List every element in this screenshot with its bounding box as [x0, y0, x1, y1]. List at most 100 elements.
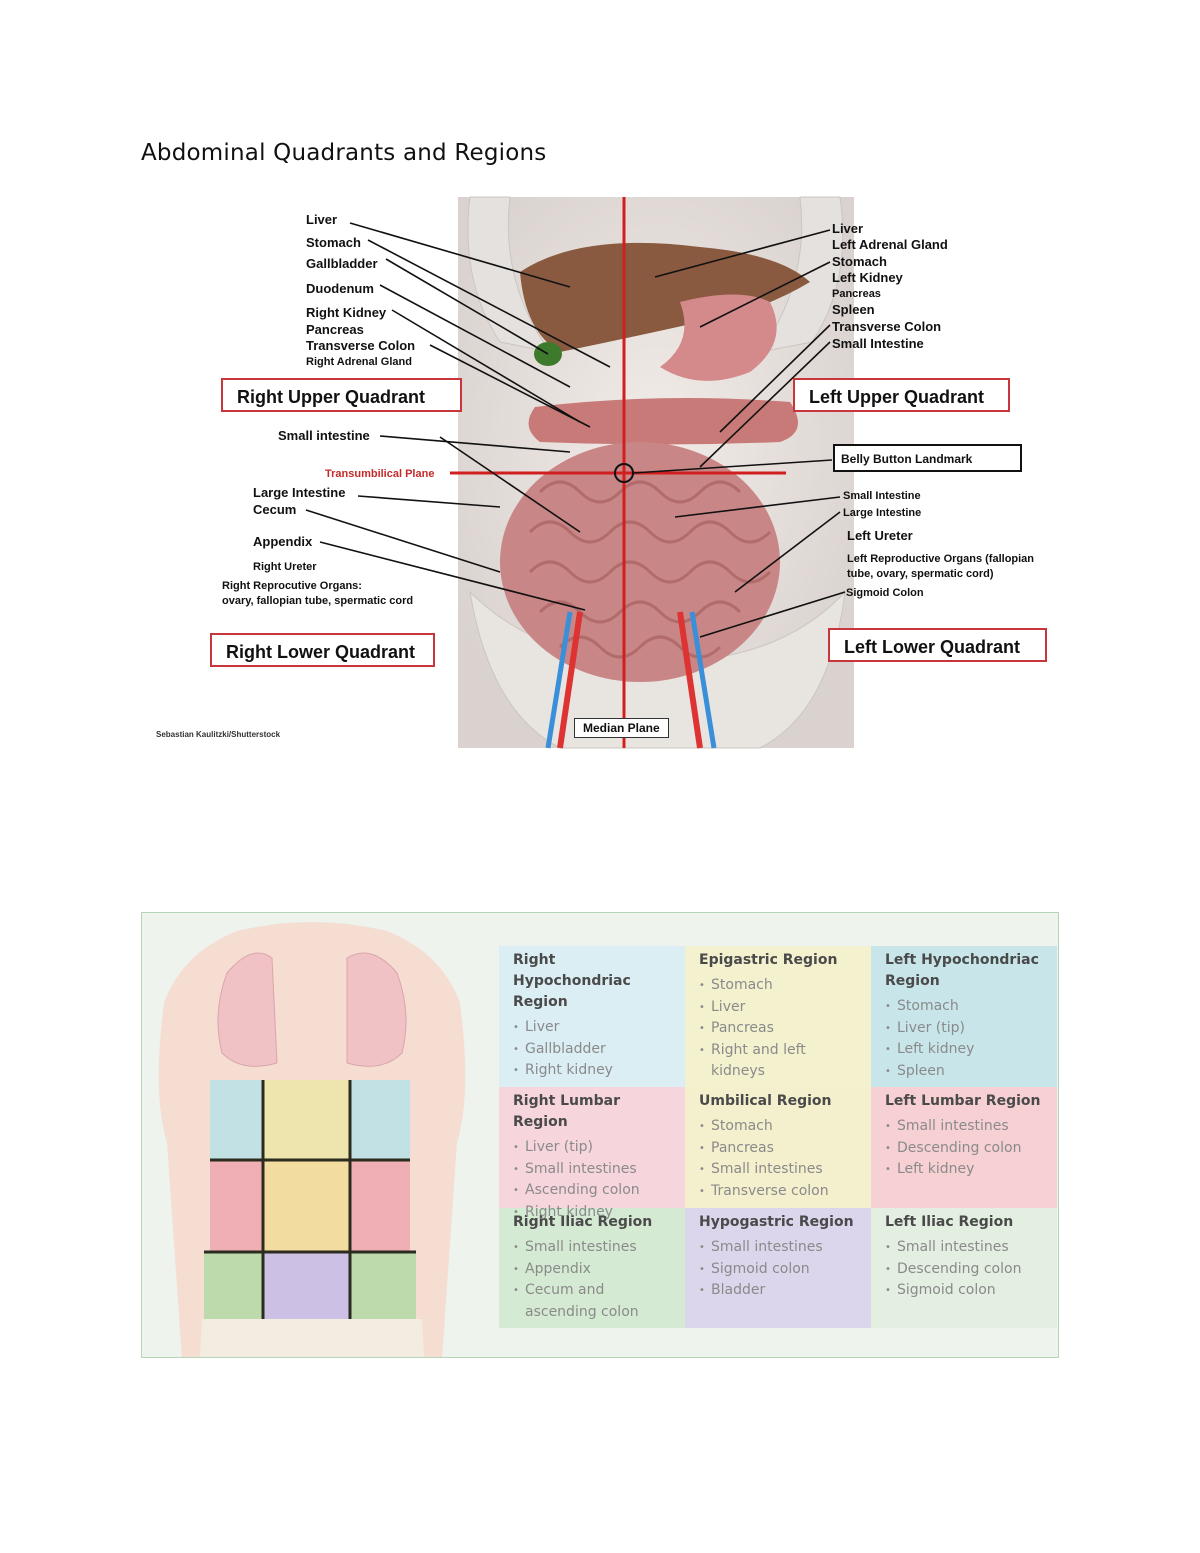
quadrants-illustration — [305, 196, 854, 749]
list-item: Liver (tip) — [513, 1137, 675, 1159]
list-item: Liver (tip) — [885, 1018, 1047, 1040]
list-item: Stomach — [885, 996, 1047, 1018]
left-lung — [346, 952, 407, 1067]
region-organ-list: Liver (tip) Small intestines Ascending c… — [513, 1137, 675, 1223]
list-item: Small intestines — [885, 1116, 1047, 1138]
list-item: Descending colon — [885, 1138, 1047, 1160]
label-right-reproductive-organs: Right Reprocutive Organs: — [222, 580, 362, 592]
list-item: Liver — [513, 1017, 675, 1039]
left-lower-quadrant-box: Left Lower Quadrant — [828, 628, 1047, 662]
region-organ-list: Small intestines Descending colon Sigmoi… — [885, 1237, 1047, 1302]
right-lower-quadrant-box: Right Lower Quadrant — [210, 633, 435, 667]
list-item: Left kidney — [885, 1039, 1047, 1061]
region-block-left-iliac — [350, 1252, 416, 1319]
blood-vessels-right-vein — [689, 611, 717, 749]
label-liver-right: Liver — [306, 212, 338, 227]
region-hypogastric: Hypogastric Region Small intestines Sigm… — [685, 1208, 871, 1328]
label-left-adrenal-gland: Left Adrenal Gland — [832, 237, 948, 252]
liver — [520, 242, 810, 352]
regions-figure: Right Hypochondriac Region Liver Gallbla… — [141, 912, 1059, 1358]
blood-vessels-right — [677, 611, 703, 749]
list-item: Pancreas — [699, 1018, 861, 1040]
list-item: Small intestines — [699, 1237, 861, 1259]
label-right-reproductive-organs-list: ovary, fallopian tube, spermatic cord — [222, 595, 414, 607]
list-item: Ascending colon — [513, 1180, 675, 1202]
label-appendix: Appendix — [253, 534, 313, 549]
label-sigmoid-colon: Sigmoid Colon — [846, 587, 924, 599]
list-item: Small intestines — [699, 1159, 861, 1181]
region-block-umbilical — [263, 1160, 350, 1252]
label-right-kidney: Right Kidney — [306, 305, 387, 320]
list-item: Bladder — [699, 1280, 861, 1302]
region-left-iliac: Left Iliac Region Small intestines Desce… — [871, 1208, 1057, 1328]
list-item: Small intestines — [513, 1159, 675, 1181]
label-left-ureter: Left Ureter — [847, 528, 913, 543]
right-leader-lines — [654, 229, 846, 638]
region-block-hypogastric — [263, 1252, 350, 1319]
region-left-lumbar: Left Lumbar Region Small intestines Desc… — [871, 1087, 1057, 1208]
label-duodenum: Duodenum — [306, 281, 374, 296]
label-stomach-left: Stomach — [832, 254, 887, 269]
label-liver-left: Liver — [832, 221, 864, 236]
label-large-intestine-right: Large Intestine — [253, 485, 346, 500]
label-small-intestine-lower-left: Small Intestine — [843, 490, 921, 502]
label-gallbladder: Gallbladder — [306, 256, 378, 271]
left-leader-lines — [305, 222, 611, 611]
label-right-ureter: Right Ureter — [253, 561, 317, 573]
belly-button-landmark-box: Belly Button Landmark — [833, 444, 1022, 472]
region-title: Left Hypochondriac Region — [885, 952, 1039, 989]
region-organ-list: Stomach Liver (tip) Left kidney Spleen — [885, 996, 1047, 1082]
region-organ-list: Small intestines Sigmoid colon Bladder — [699, 1237, 861, 1302]
region-title: Umbilical Region — [699, 1093, 832, 1109]
region-organ-list: Stomach Liver Pancreas Right and left ki… — [699, 975, 861, 1083]
list-item: Appendix — [513, 1259, 675, 1281]
label-small-intestine-right: Small intestine — [278, 428, 370, 443]
list-item: Pancreas — [699, 1138, 861, 1160]
list-item: Transverse colon — [699, 1181, 861, 1203]
region-right-hypochondriac: Right Hypochondriac Region Liver Gallbla… — [499, 946, 685, 1087]
right-upper-quadrant-box: Right Upper Quadrant — [221, 378, 462, 412]
list-item: Stomach — [699, 975, 861, 997]
region-title: Left Iliac Region — [885, 1214, 1014, 1230]
region-block-right-iliac — [204, 1252, 263, 1319]
region-title: Right Hypochondriac Region — [513, 952, 631, 1010]
region-block-left-hypochondriac — [350, 1080, 410, 1160]
label-transverse-colon-right: Transverse Colon — [306, 338, 416, 353]
blood-vessels-left-vein — [545, 611, 573, 749]
region-block-right-lumbar — [210, 1160, 263, 1252]
region-grid-lines — [204, 1080, 416, 1319]
label-right-adrenal-gland: Right Adrenal Gland — [306, 356, 412, 368]
label-stomach-right: Stomach — [306, 235, 361, 250]
label-spleen: Spleen — [832, 302, 875, 317]
label-large-intestine-left: Large Intestine — [843, 507, 922, 519]
region-epigastric: Epigastric Region Stomach Liver Pancreas… — [685, 946, 871, 1087]
left-upper-quadrant-box: Left Upper Quadrant — [793, 378, 1010, 412]
list-item: Sigmoid colon — [699, 1259, 861, 1281]
list-item: Left kidney — [885, 1159, 1047, 1181]
label-cecum: Cecum — [253, 502, 297, 517]
label-left-kidney: Left Kidney — [832, 270, 903, 285]
list-item: Descending colon — [885, 1259, 1047, 1281]
blood-vessels-left — [557, 611, 583, 749]
intestine-loops — [528, 480, 772, 659]
list-item: Gallbladder — [513, 1039, 675, 1061]
label-left-reproductive-organs: Left Reproductive Organs (fallopian — [847, 553, 1035, 565]
region-block-left-lumbar — [350, 1160, 410, 1252]
page-title: Abdominal Quadrants and Regions — [141, 140, 547, 166]
list-item: Right kidney — [513, 1202, 675, 1224]
region-organ-list: Liver Gallbladder Right kidney — [513, 1017, 675, 1082]
region-left-hypochondriac: Left Hypochondriac Region Stomach Liver … — [871, 946, 1057, 1087]
list-item: Small intestines — [885, 1237, 1047, 1259]
region-title: Epigastric Region — [699, 952, 838, 968]
region-title: Right Lumbar Region — [513, 1093, 620, 1130]
belly-button-pointer — [633, 459, 833, 474]
region-right-lumbar: Right Lumbar Region Liver (tip) Small in… — [499, 1087, 685, 1223]
regions-grid: Right Hypochondriac Region Liver Gallbla… — [499, 946, 1057, 1328]
list-item: Stomach — [699, 1116, 861, 1138]
label-pancreas-right: Pancreas — [306, 322, 364, 337]
list-item: Spleen — [885, 1061, 1047, 1083]
list-item: Small intestines — [513, 1237, 675, 1259]
median-plane-label: Median Plane — [574, 718, 669, 738]
quadrants-figure: Liver Stomach Gallbladder Duodenum Right… — [140, 192, 1060, 752]
list-item: Sigmoid colon — [885, 1280, 1047, 1302]
